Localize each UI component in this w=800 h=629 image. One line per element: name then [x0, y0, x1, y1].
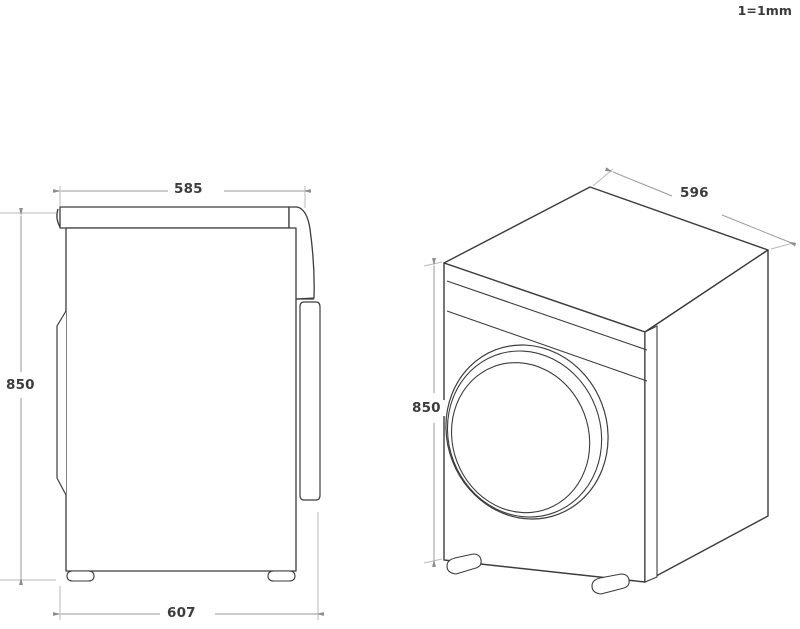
scale-note: 1=1mm — [737, 3, 792, 18]
side-worktop-slab — [59, 206, 290, 229]
side-foot-left — [66, 570, 95, 582]
dimension-label-585: 585 — [170, 181, 207, 197]
iso-control-panel-top-seam — [446, 280, 648, 351]
dimension-label-850-side: 850 — [2, 377, 39, 393]
iso-door-middle-ring — [446, 350, 603, 518]
iso-door-outer-ring — [445, 344, 609, 520]
dimension-label-596: 596 — [676, 185, 713, 201]
side-worktop-left-edge — [56, 208, 61, 228]
side-left-recess-panel — [56, 310, 67, 496]
dimension-label-850-iso: 850 — [408, 400, 445, 416]
iso-foot-front-left — [446, 553, 482, 575]
iso-foot-front-right — [591, 573, 630, 595]
side-foot-right — [267, 570, 296, 582]
iso-control-panel-bottom-seam — [446, 310, 648, 382]
iso-door-assembly — [445, 344, 609, 520]
dimension-label-607: 607 — [163, 605, 200, 621]
dimension-596 — [604, 167, 797, 247]
iso-door-glass-ring — [450, 362, 591, 514]
side-view-group — [0, 186, 324, 620]
side-cabinet-body — [65, 227, 297, 572]
isometric-view-group — [423, 167, 797, 595]
iso-front-right-post — [644, 325, 658, 583]
side-door-profile — [299, 301, 321, 501]
